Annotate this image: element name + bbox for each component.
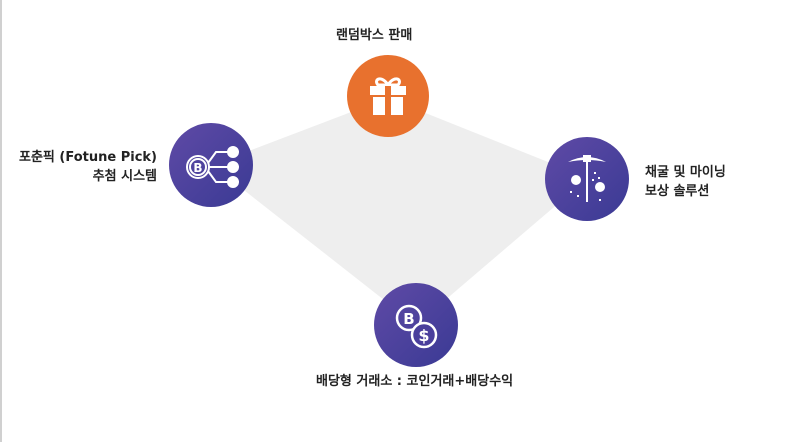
gift-icon [370, 77, 406, 115]
gift-node [347, 55, 429, 137]
bottom-label: 배당형 거래소 : 코인거래+배당수익 [316, 374, 514, 389]
left-label-line1: 포춘픽 (Fotune Pick) [19, 150, 157, 165]
right-label: 채굴 및 마이닝 보상 솔루션 [645, 163, 726, 201]
svg-text:B: B [193, 161, 202, 175]
svg-text:$: $ [418, 326, 429, 345]
fortune-pick-node: B [169, 123, 253, 207]
left-border [0, 0, 2, 442]
exchange-node: B $ [374, 283, 458, 367]
coin-exchange-icon: B $ [395, 304, 438, 349]
mining-node [545, 137, 629, 221]
left-label: 포춘픽 (Fotune Pick) 추첨 시스템 [19, 148, 157, 186]
left-label-line2: 추첨 시스템 [92, 169, 157, 184]
pickaxe-mining-icon [568, 155, 606, 202]
svg-text:B: B [403, 310, 414, 328]
top-label: 랜덤박스 판매 [336, 28, 413, 43]
right-label-line1: 채굴 및 마이닝 [645, 165, 726, 180]
bitcoin-network-icon: B [186, 146, 239, 188]
right-label-line2: 보상 솔루션 [645, 184, 710, 199]
